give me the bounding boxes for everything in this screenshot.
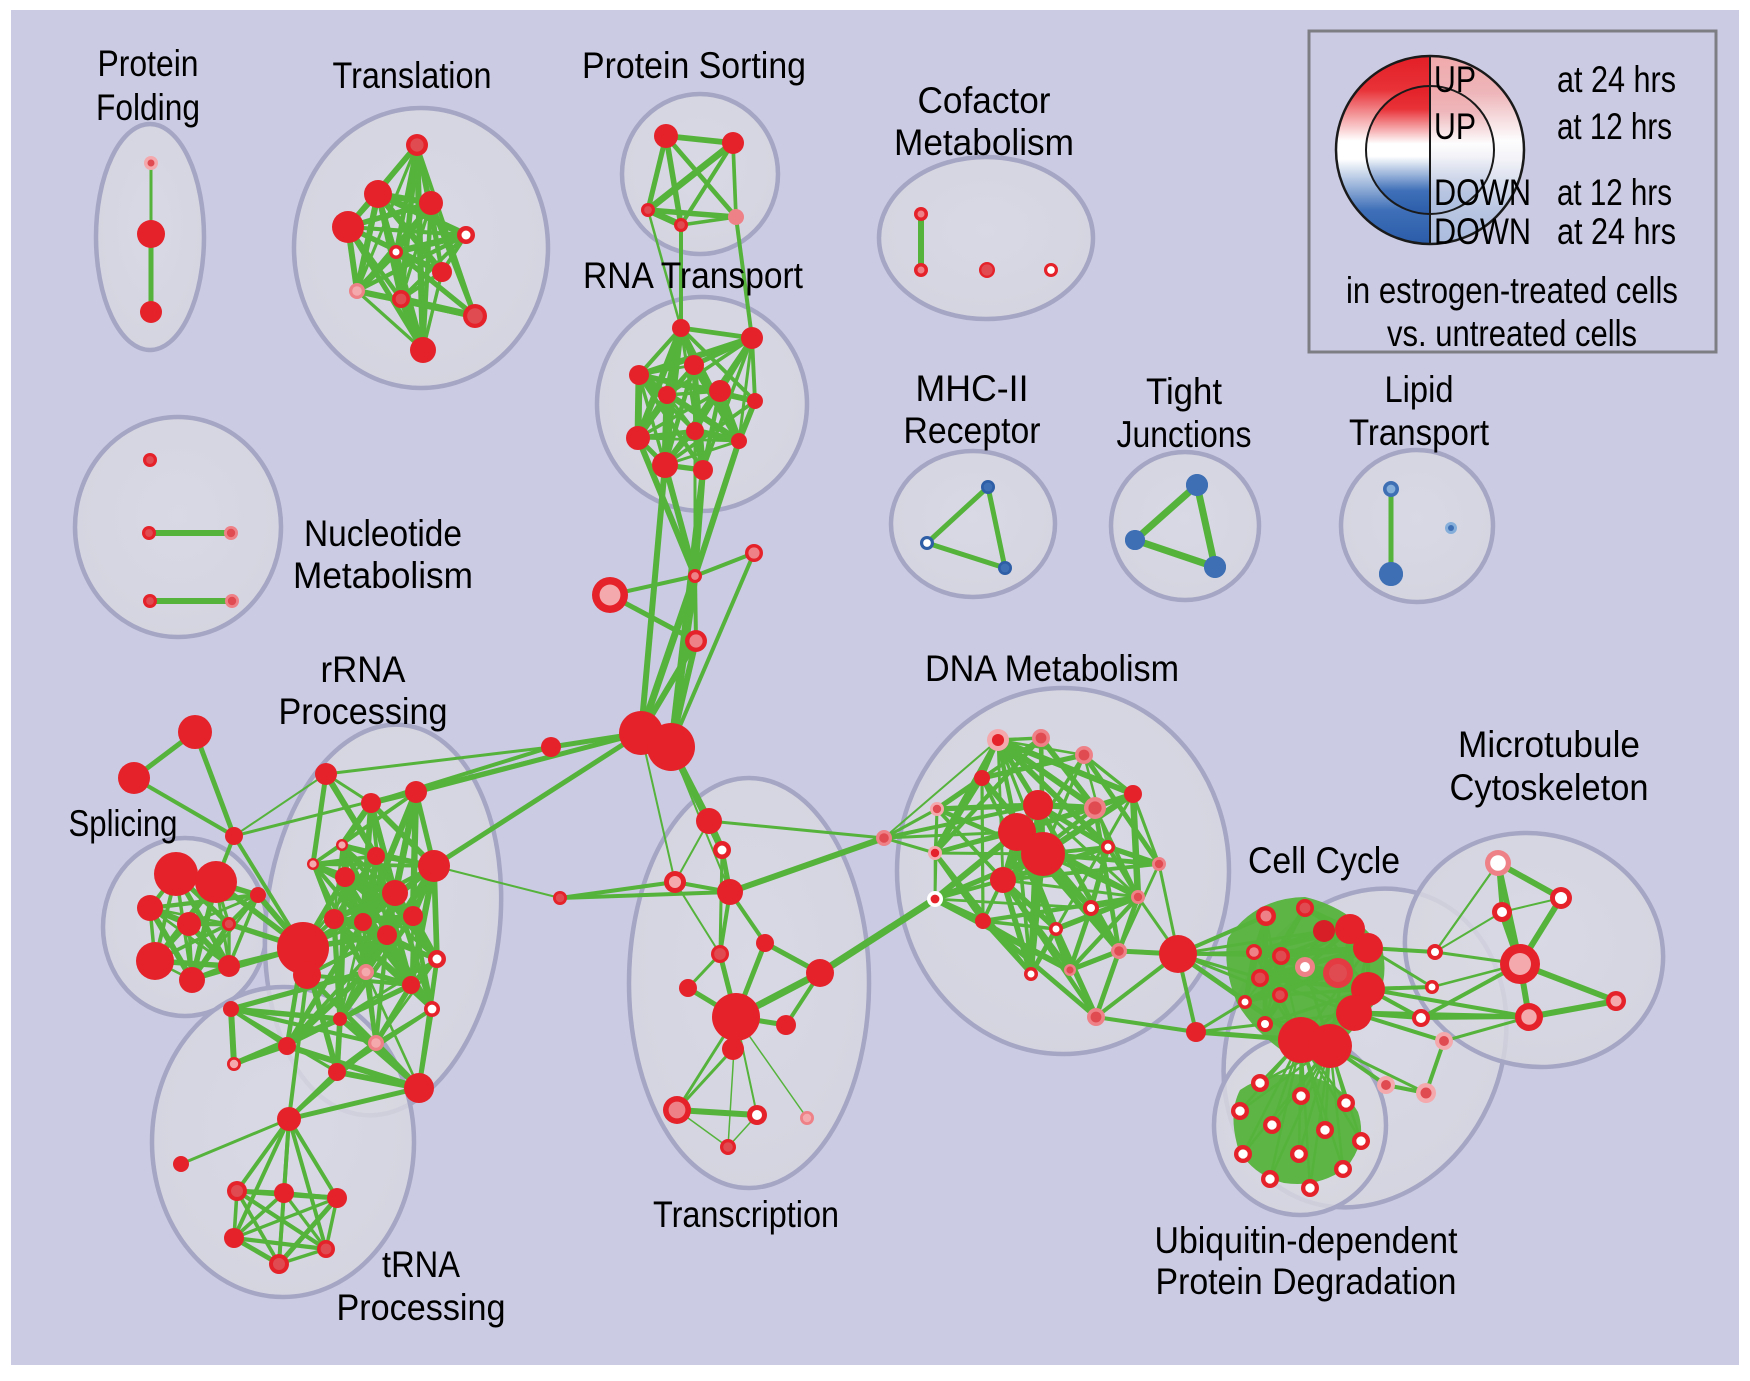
svg-text:in estrogen-treated cells: in estrogen-treated cells bbox=[1346, 270, 1678, 311]
svg-text:Junctions: Junctions bbox=[1117, 414, 1252, 455]
svg-text:Cofactor: Cofactor bbox=[918, 80, 1051, 121]
svg-text:RNA Transport: RNA Transport bbox=[583, 255, 804, 296]
svg-text:at 24 hrs: at 24 hrs bbox=[1557, 211, 1676, 252]
svg-text:Protein Degradation: Protein Degradation bbox=[1156, 1261, 1457, 1302]
svg-text:Nucleotide: Nucleotide bbox=[304, 513, 462, 554]
svg-text:Transcription: Transcription bbox=[653, 1194, 839, 1235]
svg-text:Cytoskeleton: Cytoskeleton bbox=[1450, 767, 1649, 808]
svg-text:Processing: Processing bbox=[337, 1287, 506, 1328]
svg-text:Microtubule: Microtubule bbox=[1458, 724, 1640, 765]
svg-text:Tight: Tight bbox=[1146, 371, 1223, 412]
svg-text:tRNA: tRNA bbox=[382, 1244, 460, 1285]
svg-text:Folding: Folding bbox=[96, 87, 200, 128]
svg-text:DOWN: DOWN bbox=[1434, 172, 1531, 213]
svg-text:Ubiquitin-dependent: Ubiquitin-dependent bbox=[1155, 1220, 1459, 1261]
svg-text:Protein: Protein bbox=[98, 43, 199, 84]
svg-text:DNA Metabolism: DNA Metabolism bbox=[925, 648, 1179, 689]
svg-text:at 24 hrs: at 24 hrs bbox=[1557, 59, 1676, 100]
svg-text:Translation: Translation bbox=[333, 55, 492, 96]
svg-text:rRNA: rRNA bbox=[321, 649, 406, 690]
svg-text:DOWN: DOWN bbox=[1434, 211, 1531, 252]
svg-text:Receptor: Receptor bbox=[904, 410, 1041, 451]
svg-text:Cell Cycle: Cell Cycle bbox=[1248, 840, 1400, 881]
svg-text:Metabolism: Metabolism bbox=[293, 555, 473, 596]
svg-text:Lipid: Lipid bbox=[1385, 369, 1454, 410]
svg-text:MHC-II: MHC-II bbox=[916, 368, 1029, 409]
svg-text:Splicing: Splicing bbox=[69, 803, 178, 844]
svg-text:vs. untreated cells: vs. untreated cells bbox=[1387, 313, 1637, 354]
svg-text:Metabolism: Metabolism bbox=[894, 122, 1074, 163]
svg-text:at 12 hrs: at 12 hrs bbox=[1557, 106, 1672, 147]
svg-text:at 12 hrs: at 12 hrs bbox=[1557, 172, 1672, 213]
svg-text:Transport: Transport bbox=[1349, 412, 1490, 453]
svg-text:Processing: Processing bbox=[279, 691, 448, 732]
svg-text:UP: UP bbox=[1434, 59, 1476, 100]
svg-text:UP: UP bbox=[1434, 106, 1476, 147]
svg-text:Protein Sorting: Protein Sorting bbox=[582, 45, 806, 86]
